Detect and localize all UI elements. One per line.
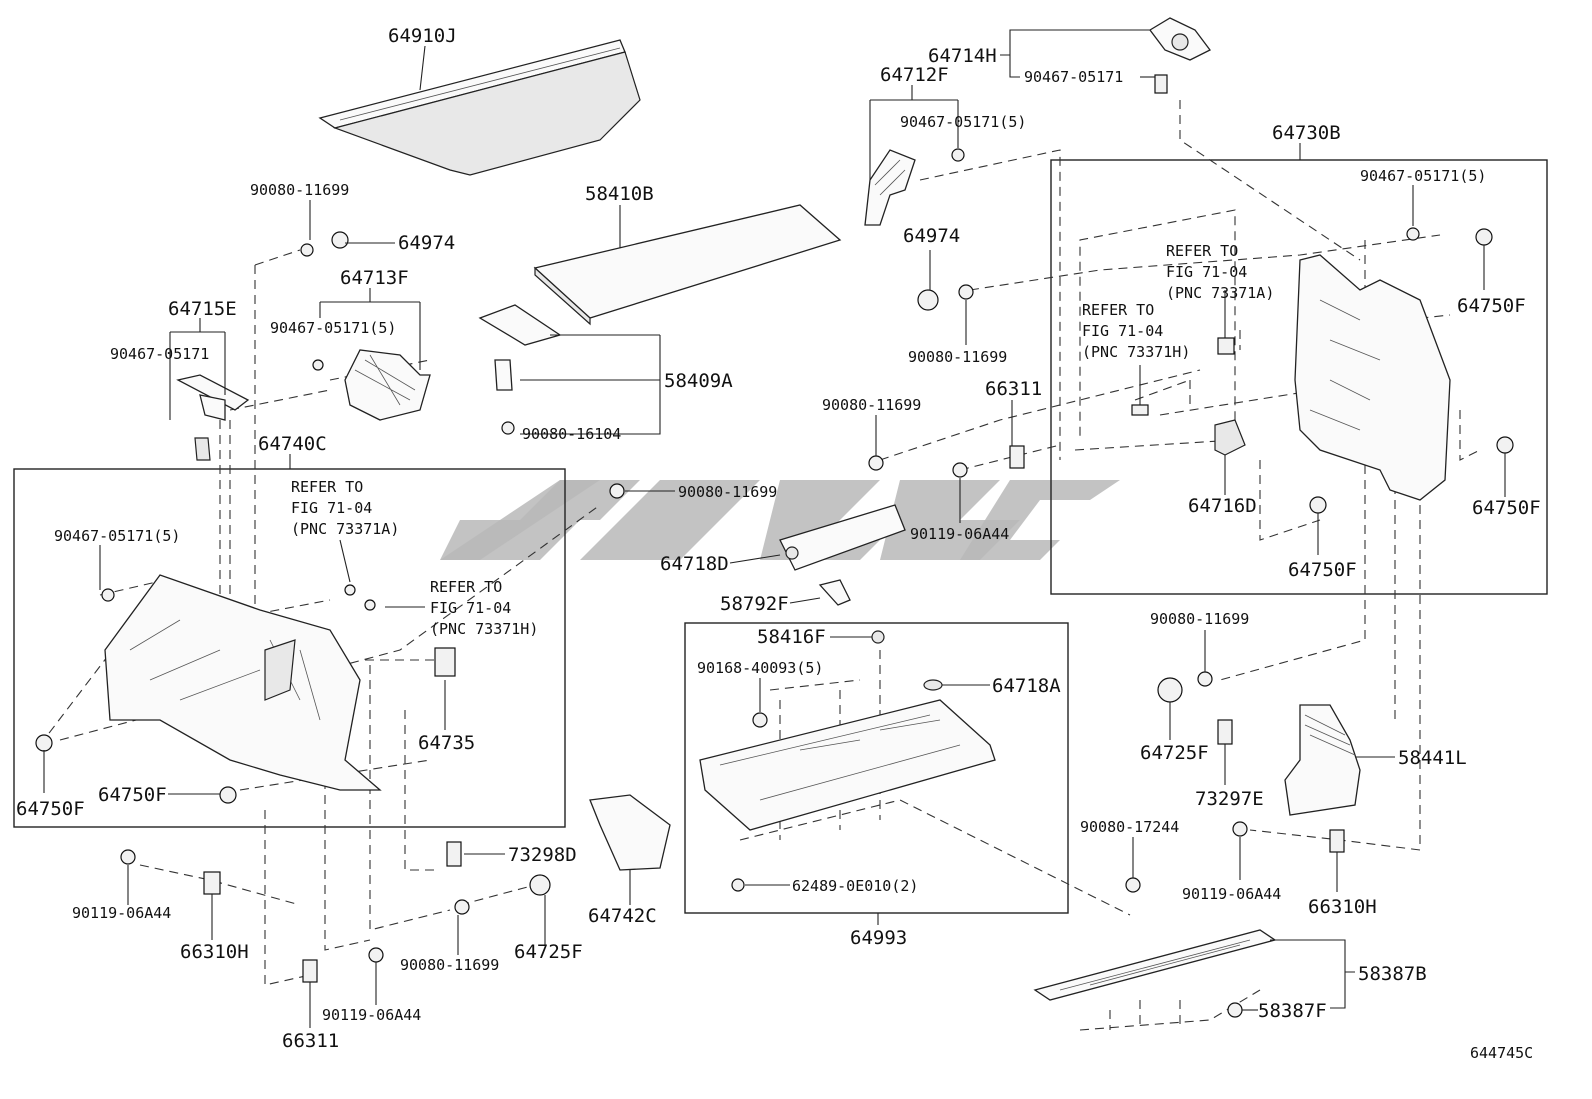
label-64993: 64993 (850, 927, 907, 949)
deck-board-lid-shape (478, 304, 562, 391)
label-66311-a: 66311 (282, 1030, 339, 1052)
storage-tray-shape (699, 630, 996, 831)
refer-fig-c: FIG 71-04 (1166, 263, 1247, 281)
label-64718a: 64718A (992, 675, 1061, 697)
refer-to-c: REFER TO (1166, 242, 1238, 260)
rh-lower-trim-shape (1284, 704, 1361, 816)
trim-panel-64718d-shape (779, 504, 906, 571)
label-90119-06a44-b: 90119-06A44 (322, 1006, 421, 1024)
group-box-64730b (1050, 159, 1548, 595)
label-90467-05171-5-c: 90467-05171(5) (900, 113, 1026, 131)
label-90119-06a44-a: 90119-06A44 (72, 904, 171, 922)
deck-board-shape (533, 204, 842, 326)
label-62489-0e010-2: 62489-0E010(2) (792, 877, 918, 895)
label-64742c: 64742C (588, 905, 657, 927)
label-90080-16104: 90080-16104 (522, 425, 621, 443)
lh-quarter-trim-shape (104, 574, 382, 791)
label-90080-11699-f: 90080-11699 (1150, 610, 1249, 628)
refer-pnc-73371a-a: (PNC 73371A) (291, 520, 399, 538)
refer-fig-d: FIG 71-04 (1082, 322, 1163, 340)
label-66310h-b: 66310H (1308, 896, 1377, 918)
label-90080-11699-b: 90080-11699 (678, 483, 777, 501)
label-64974-a: 64974 (398, 232, 455, 254)
label-90080-11699-c: 90080-11699 (400, 956, 499, 974)
label-64716d: 64716D (1188, 495, 1257, 517)
refer-pnc-73371h-b: (PNC 73371H) (1082, 343, 1190, 361)
refer-pnc-73371h-a: (PNC 73371H) (430, 620, 538, 638)
label-58410b: 58410B (585, 183, 654, 205)
label-64750f-c: 64750F (1457, 295, 1526, 317)
group-box-64993 (684, 622, 1069, 914)
label-73298d: 73298D (508, 844, 577, 866)
label-64910j: 64910J (388, 25, 457, 47)
label-90119-06a44-c: 90119-06A44 (910, 525, 1009, 543)
label-64712f: 64712F (880, 64, 949, 86)
label-58441l: 58441L (1398, 747, 1467, 769)
label-58387f: 58387F (1258, 1000, 1327, 1022)
label-64714h: 64714H (928, 45, 997, 67)
label-58792f: 58792F (720, 593, 789, 615)
label-58409a: 58409A (664, 370, 733, 392)
refer-to-b: REFER TO (430, 578, 502, 596)
label-90467-05171-b: 90467-05171 (1024, 68, 1123, 86)
label-64750f-b: 64750F (98, 784, 167, 806)
label-64713f: 64713F (340, 267, 409, 289)
diagram-id: 644745C (1470, 1044, 1533, 1062)
rh-quarter-trim-shape (1214, 254, 1451, 501)
rh-cup-holder-shape (1149, 17, 1211, 61)
label-90119-06a44-d: 90119-06A44 (1182, 885, 1281, 903)
tonneau-cover-shape (318, 39, 641, 176)
label-64715e: 64715E (168, 298, 237, 320)
label-90467-05171-5-d: 90467-05171(5) (1360, 167, 1486, 185)
scuff-plate-shape (1033, 929, 1277, 1001)
label-64725f-a: 64725F (514, 941, 583, 963)
part-labels: 64910J 58410B 58409A 90080-16104 90080-1… (16, 25, 1541, 1062)
label-90467-05171-5-b: 90467-05171(5) (54, 527, 180, 545)
label-58416f: 58416F (757, 626, 826, 648)
label-90168-40093-5: 90168-40093(5) (697, 659, 823, 677)
label-66311-b: 66311 (985, 378, 1042, 400)
label-64725f-b: 64725F (1140, 742, 1209, 764)
bracket-58792f-shape (818, 579, 851, 606)
label-73297e: 73297E (1195, 788, 1264, 810)
label-64750f-a: 64750F (16, 798, 85, 820)
refer-fig-b: FIG 71-04 (430, 599, 511, 617)
label-64750f-d: 64750F (1472, 497, 1541, 519)
label-90080-11699-e: 90080-11699 (822, 396, 921, 414)
label-58387b: 58387B (1358, 963, 1427, 985)
label-90080-11699-a: 90080-11699 (250, 181, 349, 199)
label-90080-11699-d: 90080-11699 (908, 348, 1007, 366)
refer-to-d: REFER TO (1082, 301, 1154, 319)
label-64750f-e: 64750F (1288, 559, 1357, 581)
label-90467-05171-a: 90467-05171 (110, 345, 209, 363)
label-64730b: 64730B (1272, 122, 1341, 144)
refer-fig-a: FIG 71-04 (291, 499, 372, 517)
label-64974-b: 64974 (903, 225, 960, 247)
storage-box-shape (589, 794, 671, 871)
lh-cup-holder-shape (176, 374, 250, 461)
label-64735: 64735 (418, 732, 475, 754)
fasteners (35, 74, 1514, 1018)
leader-lines (43, 29, 1506, 1028)
label-64718d: 64718D (660, 553, 729, 575)
rh-upper-trim-shape (864, 149, 916, 226)
lh-upper-trim-shape (344, 349, 431, 421)
refer-pnc-73371a-b: (PNC 73371A) (1166, 284, 1274, 302)
label-90467-05171-5-a: 90467-05171(5) (270, 319, 396, 337)
watermark-logo (440, 480, 1120, 560)
refer-to-a: REFER TO (291, 478, 363, 496)
label-66310h-a: 66310H (180, 941, 249, 963)
label-90080-17244: 90080-17244 (1080, 818, 1179, 836)
label-64740c: 64740C (258, 433, 327, 455)
